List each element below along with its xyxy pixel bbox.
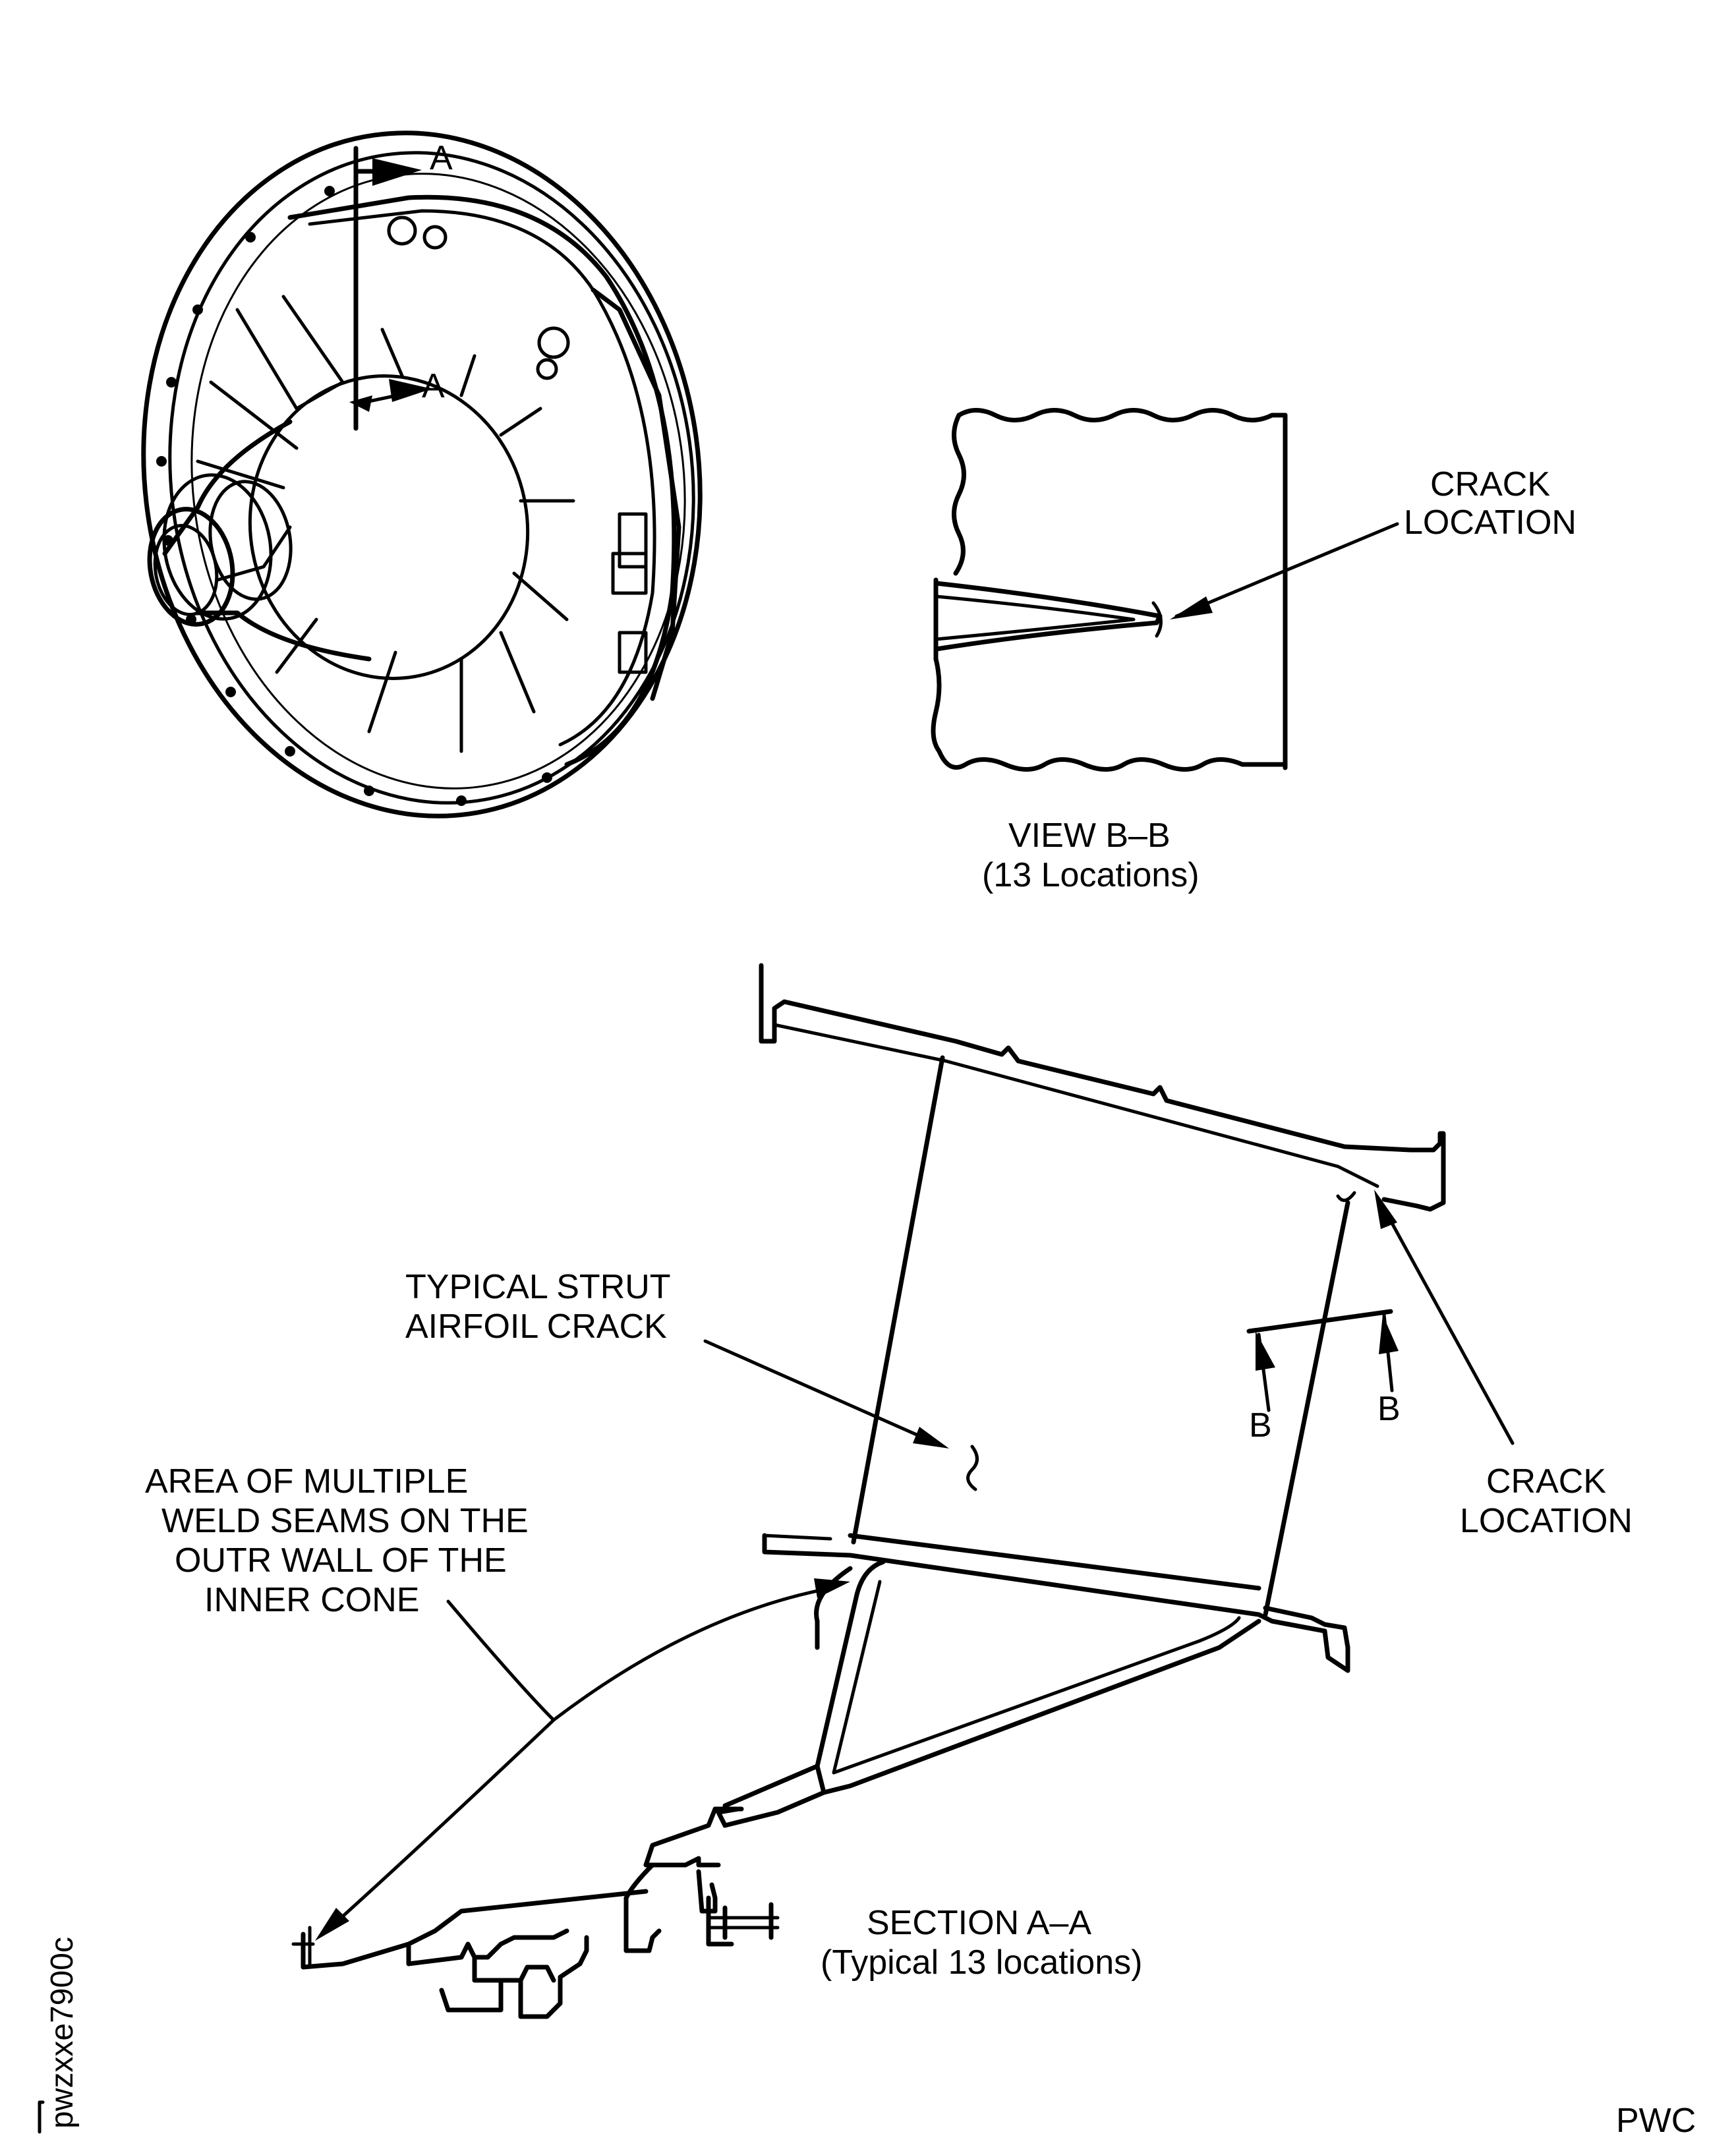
weld-label-line2: WELD SEAMS ON THE	[161, 1502, 529, 1540]
cut-label-b-left: B	[1249, 1406, 1272, 1445]
section-crack-label-line1: CRACK	[1486, 1462, 1606, 1501]
strut-crack-label-line1: TYPICAL STRUT	[405, 1268, 671, 1306]
strut-crack-label-line2: AIRFOIL CRACK	[405, 1307, 667, 1346]
section-a-a-profile	[291, 963, 1515, 2019]
isometric-exhaust-case	[141, 130, 703, 818]
section-crack-label-line2: LOCATION	[1460, 1502, 1633, 1540]
weld-label-line1: AREA OF MULTIPLE	[145, 1462, 468, 1501]
cut-label-a-top: A	[430, 139, 453, 177]
cut-label-b-right: B	[1377, 1390, 1401, 1428]
view-b-crack-label-line1: CRACK	[1430, 465, 1550, 503]
cut-label-a-bottom: A	[422, 367, 445, 405]
weld-label-line4: INNER CONE	[204, 1581, 419, 1619]
struts	[196, 295, 575, 753]
section-a-subtitle: (Typical 13 locations)	[821, 1943, 1142, 1982]
view-b-b-detail	[931, 408, 1399, 772]
view-b-title: VIEW B–B	[1008, 817, 1171, 855]
weld-label-line3: OUTR WALL OF THE	[175, 1541, 507, 1580]
figure-id-block: pwzxxe7900c	[38, 1937, 80, 2134]
view-b-crack-label-line2: LOCATION	[1404, 503, 1577, 542]
publisher-mark: PWC	[1616, 2102, 1696, 2140]
figure-id: pwzxxe7900c	[45, 1937, 80, 2129]
section-a-title: SECTION A–A	[867, 1904, 1091, 1942]
view-b-subtitle: (13 Locations)	[982, 856, 1200, 894]
